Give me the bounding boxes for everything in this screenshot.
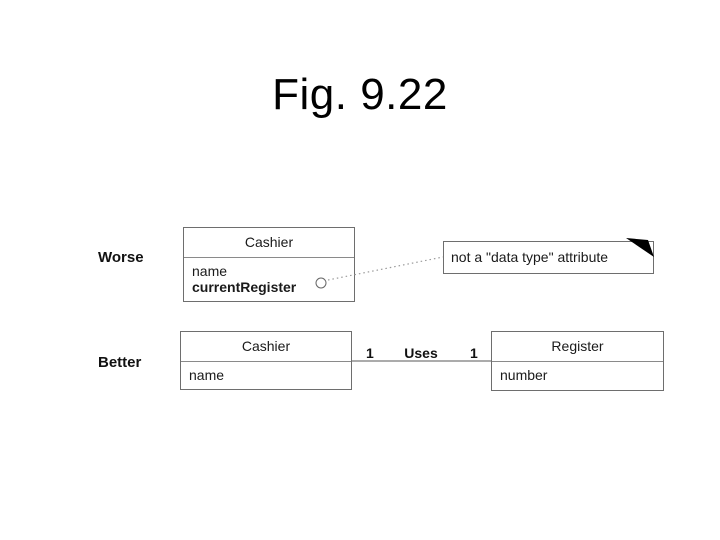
attribute-compartment: number	[492, 362, 663, 383]
attribute-number: number	[500, 367, 548, 383]
class-box-cashier-better: Cashier name	[180, 331, 352, 390]
class-box-register: Register number	[491, 331, 664, 391]
attribute-name: name	[189, 367, 225, 383]
class-box-cashier-worse: Cashier name currentRegister	[183, 227, 355, 302]
class-name-cashier: Cashier	[181, 332, 351, 362]
attribute-name: name	[192, 263, 228, 279]
attribute-compartment: name	[181, 362, 351, 383]
better-label: Better	[98, 354, 142, 371]
multiplicity-left: 1	[366, 345, 374, 361]
uml-note: not a "data type" attribute	[443, 241, 654, 274]
attribute-compartment: name currentRegister	[184, 258, 354, 295]
class-name-cashier: Cashier	[184, 228, 354, 258]
figure-title: Fig. 9.22	[272, 70, 448, 119]
association-label: Uses	[404, 345, 438, 361]
class-name-register: Register	[492, 332, 663, 362]
note-text: not a "data type" attribute	[451, 249, 609, 265]
attribute-current-register: currentRegister	[192, 279, 297, 295]
multiplicity-right: 1	[470, 345, 478, 361]
worse-label: Worse	[98, 249, 144, 266]
